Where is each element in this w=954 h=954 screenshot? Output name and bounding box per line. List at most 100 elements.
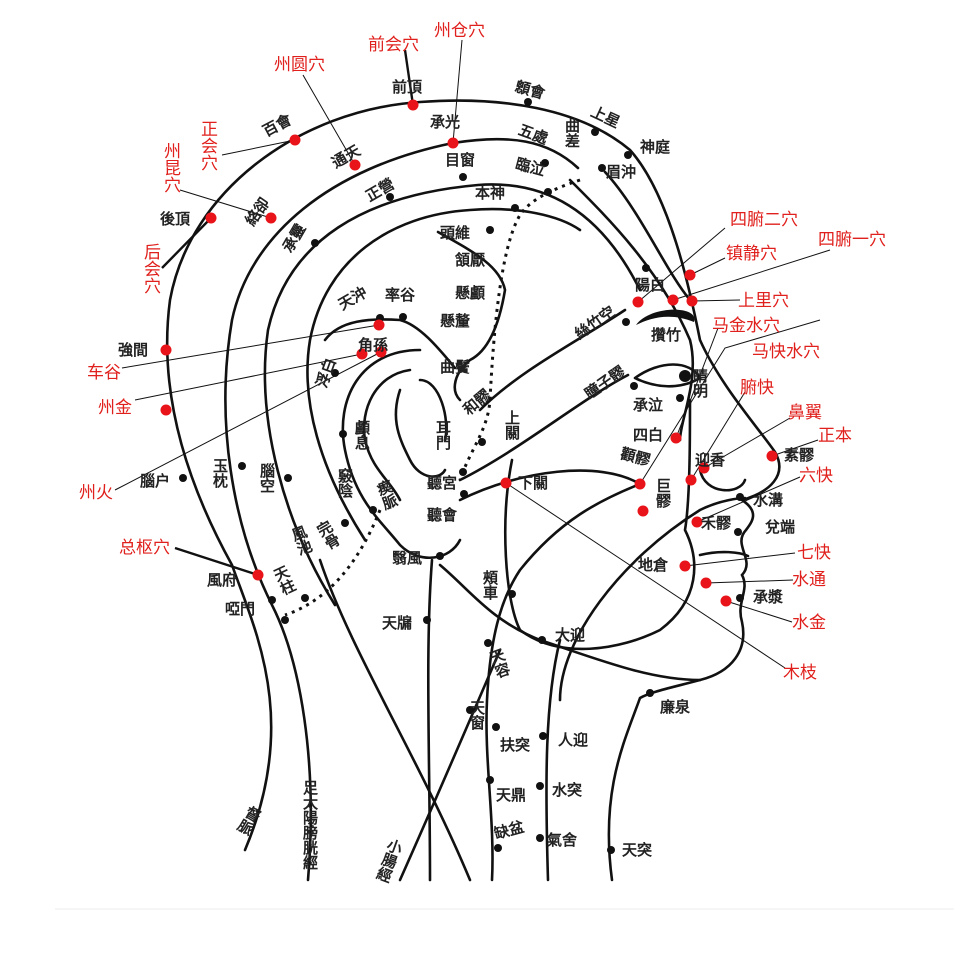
point-label: 耳門	[434, 420, 452, 451]
point-label: 懸釐	[440, 312, 470, 330]
bladder-meridian-line	[224, 137, 580, 882]
highlighted-acupoints	[160, 99, 778, 607]
red-label-zhenghui: 正会穴	[197, 120, 218, 171]
eyebrow	[636, 309, 695, 325]
point-label: 承泣	[633, 396, 663, 414]
san-jiao-line	[458, 373, 630, 482]
point-label: 大迎	[555, 626, 585, 644]
point-label: 承漿	[753, 588, 783, 606]
point-label: 百會	[260, 110, 296, 140]
lower-face-line	[504, 398, 696, 651]
red-label-zhoucang: 州仓穴	[434, 21, 485, 41]
red-label-chegu: 车谷	[87, 363, 121, 383]
red-label-liukuai: 六快	[799, 466, 833, 486]
stomach-face-line	[458, 469, 643, 882]
nose-wing	[698, 468, 747, 492]
point-label: 頷厭	[454, 251, 485, 269]
meridian-lines	[165, 99, 781, 882]
face-profile-line	[607, 498, 755, 882]
red-label-qikuai: 七快	[797, 543, 831, 563]
point-label: 天柱	[270, 563, 299, 598]
red-label-shuitong: 水通	[792, 570, 826, 590]
point-label: 風府	[207, 571, 237, 589]
point-label: 絲竹空	[571, 302, 618, 343]
small-intestine-line	[478, 308, 627, 412]
point-label: 兌端	[765, 518, 795, 536]
meridian-label: 足太陽膀胱經	[301, 780, 319, 870]
red-label-fukuai: 腑快	[740, 378, 774, 398]
lips	[698, 550, 750, 558]
red-label-sifu-er: 四腑二穴	[730, 210, 798, 230]
neck-line-1	[426, 558, 434, 882]
red-label-muzhi: 木枝	[783, 663, 817, 683]
point-label: 腦户	[140, 472, 170, 490]
point-label: 陽白	[635, 276, 665, 294]
point-label: 天鼎	[496, 786, 526, 804]
pupil	[679, 370, 691, 382]
point-label: 前頂	[392, 78, 423, 96]
red-label-houhui: 后会穴	[140, 243, 161, 294]
point-label: 禾髎	[701, 514, 732, 532]
point-label: 翳風	[392, 549, 422, 567]
red-label-zhoukun: 州昆穴	[160, 142, 181, 193]
point-label: 睛明	[691, 367, 709, 399]
red-label-sifu-yi: 四腑一穴	[818, 230, 886, 250]
face-features	[633, 309, 750, 558]
point-label: 氣舍	[547, 831, 578, 849]
red-label-majinshui: 马金水穴	[712, 316, 780, 336]
point-label: 完骨	[312, 517, 344, 554]
red-label-makuaishui: 马快水穴	[752, 342, 820, 362]
red-label-zhouhuo: 州火	[79, 483, 113, 503]
neck-line-3	[398, 648, 502, 882]
red-label-biyi: 鼻翼	[788, 403, 822, 423]
bladder-forehead-line	[603, 170, 692, 302]
point-label: 承光	[430, 113, 460, 131]
red-label-qianhui: 前会穴	[368, 35, 419, 55]
point-label: 天牖	[382, 614, 412, 632]
point-label: 率谷	[385, 286, 416, 304]
eye	[633, 363, 702, 388]
red-label-shangli: 上里穴	[738, 291, 789, 311]
point-label: 巨髎	[654, 478, 672, 509]
gallbladder-line-2	[306, 207, 582, 542]
point-label: 天突	[622, 841, 652, 859]
point-label: 後頂	[159, 210, 191, 228]
red-label-shuijin: 水金	[792, 613, 826, 633]
point-label: 啞門	[225, 600, 255, 618]
point-label: 上關	[503, 410, 521, 441]
point-label: 臨泣	[513, 154, 547, 179]
point-label: 水溝	[753, 491, 783, 509]
point-label: 竅陰	[336, 467, 354, 499]
point-label: 強間	[118, 341, 148, 359]
point-label: 天沖	[335, 283, 370, 314]
gallbladder-line-1	[263, 183, 642, 607]
point-label: 聽會	[427, 506, 458, 524]
point-label: 四白	[633, 426, 663, 444]
dashed-line-head	[458, 178, 581, 481]
red-label-zhoujin: 州金	[98, 398, 132, 418]
neck-line-4	[545, 638, 562, 882]
point-label: 腦空	[258, 462, 276, 493]
point-label: 絡卻	[241, 194, 273, 229]
point-label: 顴髎	[618, 444, 653, 469]
point-label: 神庭	[640, 138, 671, 156]
acupoint-dots	[179, 98, 744, 854]
mouth-cheek-line	[558, 496, 747, 702]
temple-line	[436, 230, 507, 402]
point-label: 顖會	[513, 77, 548, 102]
point-label: 玉枕	[211, 458, 229, 489]
point-label: 下關	[518, 474, 548, 492]
point-label: 浮白	[313, 356, 340, 390]
point-label: 曲差	[563, 117, 581, 148]
point-label: 扶突	[500, 736, 530, 754]
point-label: 眉沖	[606, 163, 636, 181]
red-label-zongshu: 总枢穴	[119, 538, 170, 558]
neck-line-2	[318, 558, 472, 882]
point-label: 風池	[288, 523, 316, 558]
leader-lines	[114, 39, 831, 669]
jaw-line	[438, 563, 702, 682]
point-label: 瞳子髎	[581, 362, 629, 403]
point-label: 頭維	[440, 224, 470, 242]
point-label: 懸顱	[455, 284, 486, 302]
